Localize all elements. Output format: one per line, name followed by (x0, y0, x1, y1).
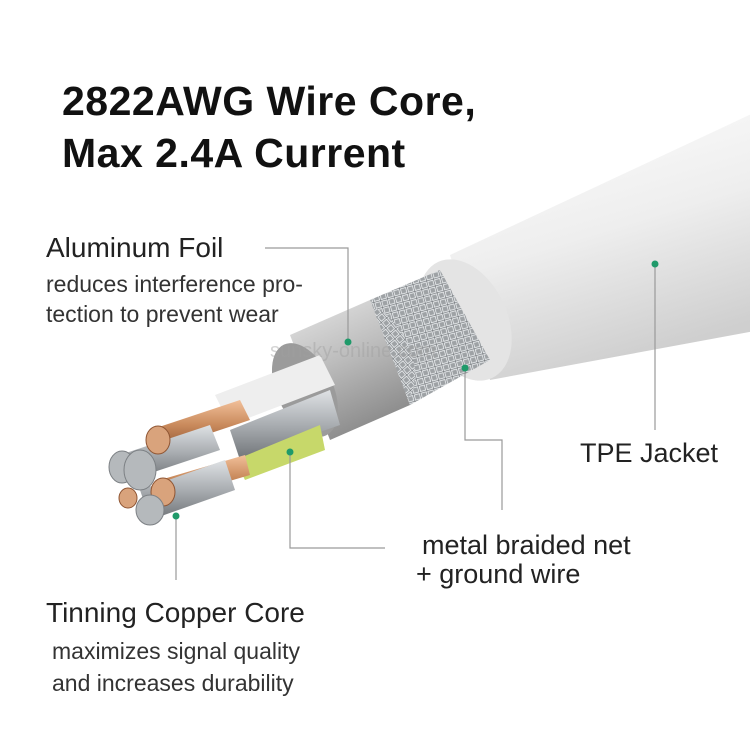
copper-core-desc-line-2: and increases durability (52, 670, 294, 696)
braided-net-line-1: metal braided net (422, 530, 631, 560)
watermark: sunsky-online.com (270, 340, 436, 362)
ground-marker-dot (286, 448, 294, 456)
tpe-jacket-label: TPE Jacket (580, 438, 719, 468)
braid-marker-dot (461, 364, 469, 372)
headline-line-2: Max 2.4A Current (62, 130, 406, 176)
foil-marker-dot (344, 338, 352, 346)
leader-lines (175, 247, 656, 580)
braided-net-line-2: + ground wire (416, 559, 581, 589)
wire-ends (108, 425, 176, 526)
copper-core-title: Tinning Copper Core (46, 597, 305, 628)
marker-dots (172, 260, 659, 520)
braid-leader-line (464, 368, 503, 510)
ground-leader-line (289, 452, 385, 549)
aluminum-foil-desc-line-2: tection to prevent wear (46, 301, 279, 327)
aluminum-foil-desc-line-1: reduces interference pro- (46, 271, 303, 297)
headline-line-1: 2822AWG Wire Core, (62, 78, 477, 124)
jacket-marker-dot (651, 260, 659, 268)
foil-leader-line (265, 247, 349, 342)
inner-wires (120, 355, 340, 520)
core-marker-dot (172, 512, 180, 520)
aluminum-foil-title: Aluminum Foil (46, 232, 224, 263)
copper-core-desc-line-1: maximizes signal quality (52, 638, 300, 664)
